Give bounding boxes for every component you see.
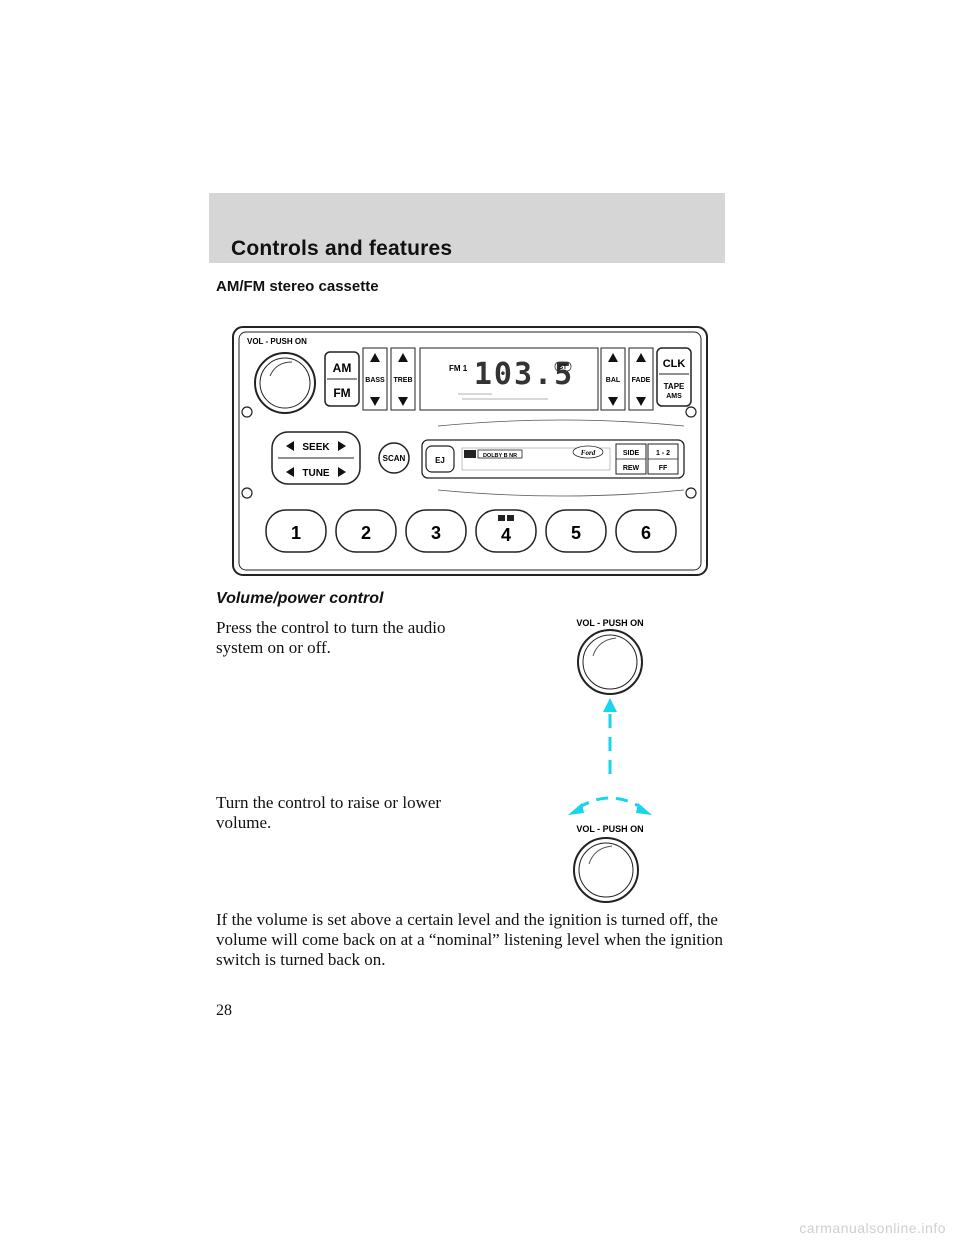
rotate-right-arrow-icon — [636, 803, 652, 815]
nominal-volume-note: If the volume is set above a certain lev… — [216, 910, 724, 969]
volume-knob[interactable] — [254, 352, 316, 414]
arrow-up-icon — [398, 353, 408, 362]
bass-button[interactable]: BASS — [362, 347, 388, 411]
preset-label: 6 — [641, 523, 651, 543]
arrow-down-icon — [370, 397, 380, 406]
volume-knob-label: VOL - PUSH ON — [247, 337, 307, 346]
radio-inner-frame — [238, 331, 702, 571]
preset-button-5[interactable]: 5 — [545, 509, 607, 553]
tape-label: TAPE — [664, 382, 685, 391]
arrow-up-icon — [370, 353, 380, 362]
band-indicator: FM 1 — [449, 364, 468, 373]
ams-label: AMS — [666, 393, 682, 400]
page-header-title: Controls and features — [231, 237, 453, 260]
clock-label: CLK — [663, 358, 686, 370]
scan-label: SCAN — [383, 454, 406, 463]
side-label: SIDE — [623, 450, 640, 457]
eject-button[interactable]: EJ — [425, 445, 455, 473]
arrow-up-icon — [636, 353, 646, 362]
radio-faceplate-illustration: VOL - PUSH ON AM FM BASS TREB — [232, 326, 708, 576]
preset-label: 4 — [501, 525, 511, 545]
knob-label-bottom: VOL - PUSH ON — [576, 824, 643, 834]
ford-logo-icon — [572, 445, 604, 459]
arrow-up-icon — [608, 353, 618, 362]
tune-label: TUNE — [302, 468, 330, 479]
seek-label: SEEK — [302, 442, 330, 453]
preset-button-1[interactable]: 1 — [265, 509, 327, 553]
preset-label: 3 — [431, 523, 441, 543]
dolby-label: DOLBY B NR — [483, 453, 517, 459]
volume-section-title: Volume/power control — [216, 590, 384, 607]
watermark: carmanualsonline.info — [799, 1220, 946, 1236]
balance-button[interactable]: BAL — [600, 347, 626, 411]
dolby-logo-icon — [464, 450, 476, 458]
knob-label-top: VOL - PUSH ON — [576, 618, 643, 628]
turn-instruction: Turn the control to raise or lower volum… — [216, 793, 442, 832]
am-fm-button[interactable]: AM FM — [324, 351, 360, 407]
volume-knob-svg: VOL - PUSH ON VOL - PUSH ON — [568, 618, 652, 903]
fade-button[interactable]: FADE — [628, 347, 654, 411]
stereo-indicator: ST — [559, 365, 567, 371]
seek-tune-rocker[interactable]: SEEK TUNE — [271, 431, 361, 485]
dolby-logo-icon — [498, 515, 505, 521]
arrow-down-icon — [636, 397, 646, 406]
arrow-down-icon — [608, 397, 618, 406]
radio-display: FM 1 103.5 ST — [419, 347, 599, 411]
screw-hole — [241, 487, 253, 499]
page-number: 28 — [216, 1002, 232, 1019]
balance-label: BAL — [606, 377, 621, 384]
seek-right-icon — [338, 441, 346, 451]
one-two-ff-button[interactable]: 1 - 2 FF — [647, 443, 679, 475]
fade-label: FADE — [632, 377, 651, 384]
clock-tape-button[interactable]: CLK TAPE AMS — [656, 347, 692, 407]
treble-label: TREB — [393, 377, 412, 384]
tune-right-icon — [338, 467, 346, 477]
header-band: Controls and features — [209, 193, 725, 263]
screw-hole — [685, 406, 697, 418]
screw-hole — [685, 487, 697, 499]
ford-logo-text: Ford — [581, 449, 596, 457]
rewind-label: REW — [623, 465, 640, 472]
fast-forward-label: FF — [659, 465, 668, 472]
volume-knob-bottom — [573, 837, 639, 903]
rotate-arrow-line — [577, 796, 643, 810]
preset-button-2[interactable]: 2 — [335, 509, 397, 553]
preset-label: 5 — [571, 523, 581, 543]
preset-button-4[interactable]: 4 — [475, 509, 537, 553]
screw-hole — [241, 406, 253, 418]
preset-button-3[interactable]: 3 — [405, 509, 467, 553]
radio-faceplate-svg: VOL - PUSH ON AM FM BASS TREB — [232, 326, 708, 576]
bass-label: BASS — [365, 377, 385, 384]
volume-knob-top — [577, 629, 643, 695]
one-two-label: 1 - 2 — [656, 450, 670, 457]
eject-label: EJ — [435, 456, 445, 465]
am-label: AM — [333, 361, 352, 375]
treble-button[interactable]: TREB — [390, 347, 416, 411]
arrow-down-icon — [398, 397, 408, 406]
preset-label: 1 — [291, 523, 301, 543]
volume-knob-illustration: VOL - PUSH ON VOL - PUSH ON — [540, 612, 680, 912]
section-title: AM/FM stereo cassette — [216, 278, 379, 295]
preset-label: 2 — [361, 523, 371, 543]
scan-button[interactable]: SCAN — [378, 442, 410, 474]
seek-left-icon — [286, 441, 294, 451]
tune-left-icon — [286, 467, 294, 477]
side-rew-button[interactable]: SIDE REW — [615, 443, 647, 475]
press-instruction: Press the control to turn the audio syst… — [216, 618, 446, 657]
frequency-readout: 103.5 — [474, 357, 574, 392]
preset-button-6[interactable]: 6 — [615, 509, 677, 553]
fm-label: FM — [333, 386, 350, 400]
push-arrow-icon — [603, 698, 617, 712]
rotate-left-arrow-icon — [568, 803, 584, 815]
